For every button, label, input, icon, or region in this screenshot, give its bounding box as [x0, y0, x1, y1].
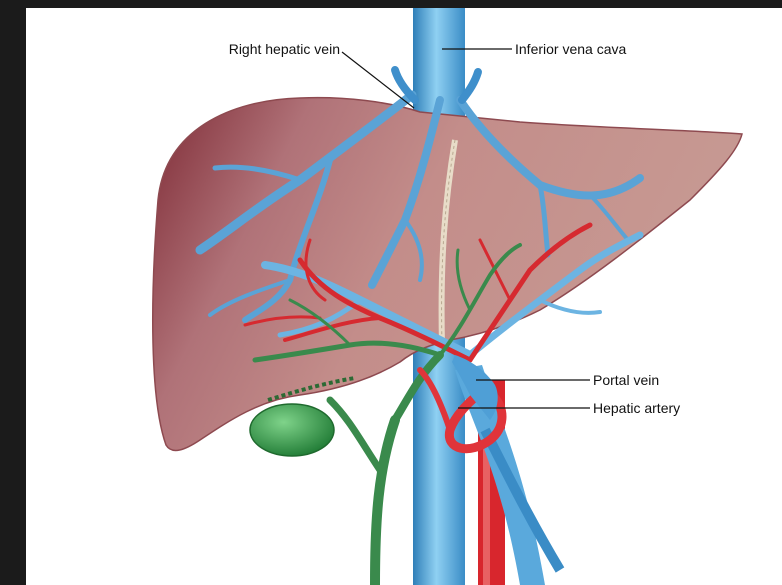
label-hepatic-artery: Hepatic artery [593, 400, 680, 416]
label-portal-vein: Portal vein [593, 372, 659, 388]
label-right-hepatic-vein: Right hepatic vein [229, 41, 340, 57]
label-inferior-vena-cava: Inferior vena cava [515, 41, 626, 57]
